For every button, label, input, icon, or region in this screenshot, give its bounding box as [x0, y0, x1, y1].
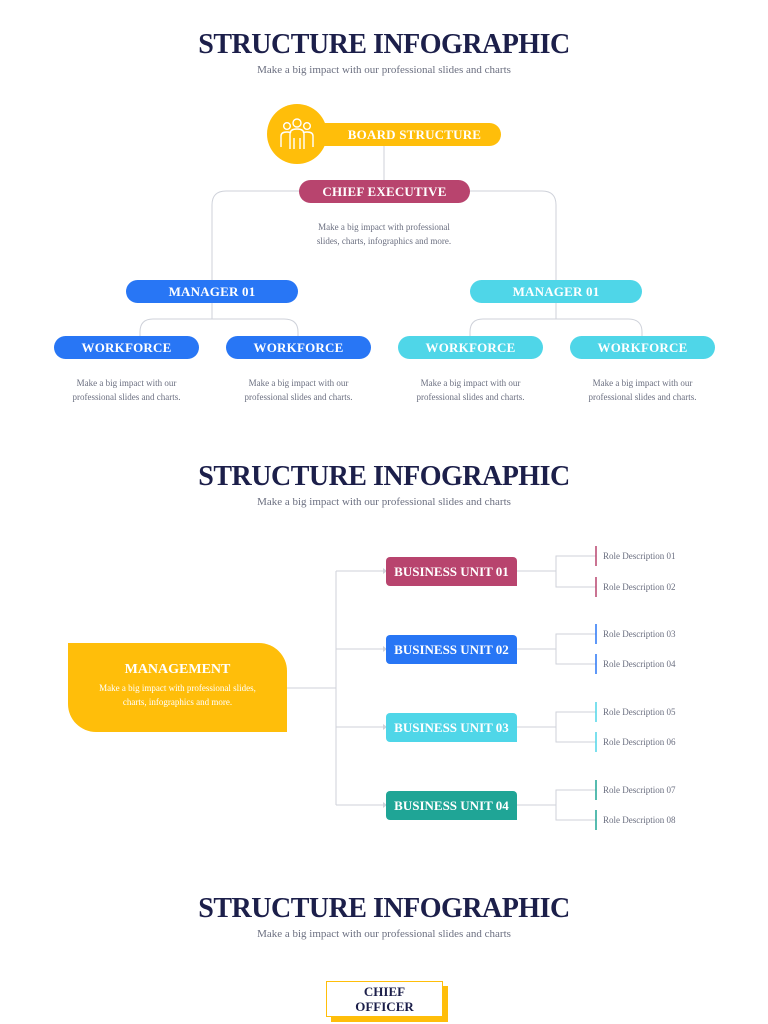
- role-description-07: Role Description 07: [603, 785, 676, 795]
- section1-title: STRUCTURE INFOGRAPHIC: [198, 29, 570, 60]
- role-description-03: Role Description 03: [603, 629, 676, 639]
- role-description-06: Role Description 06: [603, 737, 676, 747]
- board-icon-circle: [267, 104, 327, 164]
- team-icon: [280, 118, 314, 149]
- workforce-pill-4: WORKFORCE: [570, 336, 715, 359]
- manager-right-pill: MANAGER 01: [470, 280, 642, 303]
- role-description-05: Role Description 05: [603, 707, 676, 717]
- business-unit-02: BUSINESS UNIT 02: [386, 635, 517, 664]
- section1-subtitle: Make a big impact with our professional …: [257, 64, 511, 76]
- board-structure-pill: BOARD STRUCTURE: [312, 123, 501, 146]
- workforce-pill-1: WORKFORCE: [54, 336, 199, 359]
- workforce-pill-2: WORKFORCE: [226, 336, 371, 359]
- business-unit-04: BUSINESS UNIT 04: [386, 791, 517, 820]
- section3-title: STRUCTURE INFOGRAPHIC: [198, 893, 570, 924]
- section2-subtitle: Make a big impact with our professional …: [257, 496, 511, 508]
- business-unit-03: BUSINESS UNIT 03: [386, 713, 517, 742]
- role-description-04: Role Description 04: [603, 659, 676, 669]
- section3-subtitle: Make a big impact with our professional …: [257, 928, 511, 940]
- role-description-02: Role Description 02: [603, 582, 676, 592]
- workforce-pill-3: WORKFORCE: [398, 336, 543, 359]
- management-desc: Make a big impact with professional slid…: [99, 683, 256, 707]
- business-unit-01: BUSINESS UNIT 01: [386, 557, 517, 586]
- role-description-01: Role Description 01: [603, 551, 676, 561]
- management-box: MANAGEMENT Make a big impact with profes…: [68, 643, 287, 732]
- manager-left-pill: MANAGER 01: [126, 280, 298, 303]
- chief-executive-pill: CHIEF EXECUTIVE: [299, 180, 470, 203]
- role-description-08: Role Description 08: [603, 815, 676, 825]
- management-title: MANAGEMENT: [124, 662, 231, 677]
- section2-title: STRUCTURE INFOGRAPHIC: [198, 461, 570, 492]
- chief-officer-box: CHIEF OFFICER: [326, 981, 443, 1017]
- chief-executive-desc: Make a big impact with professional slid…: [316, 222, 452, 246]
